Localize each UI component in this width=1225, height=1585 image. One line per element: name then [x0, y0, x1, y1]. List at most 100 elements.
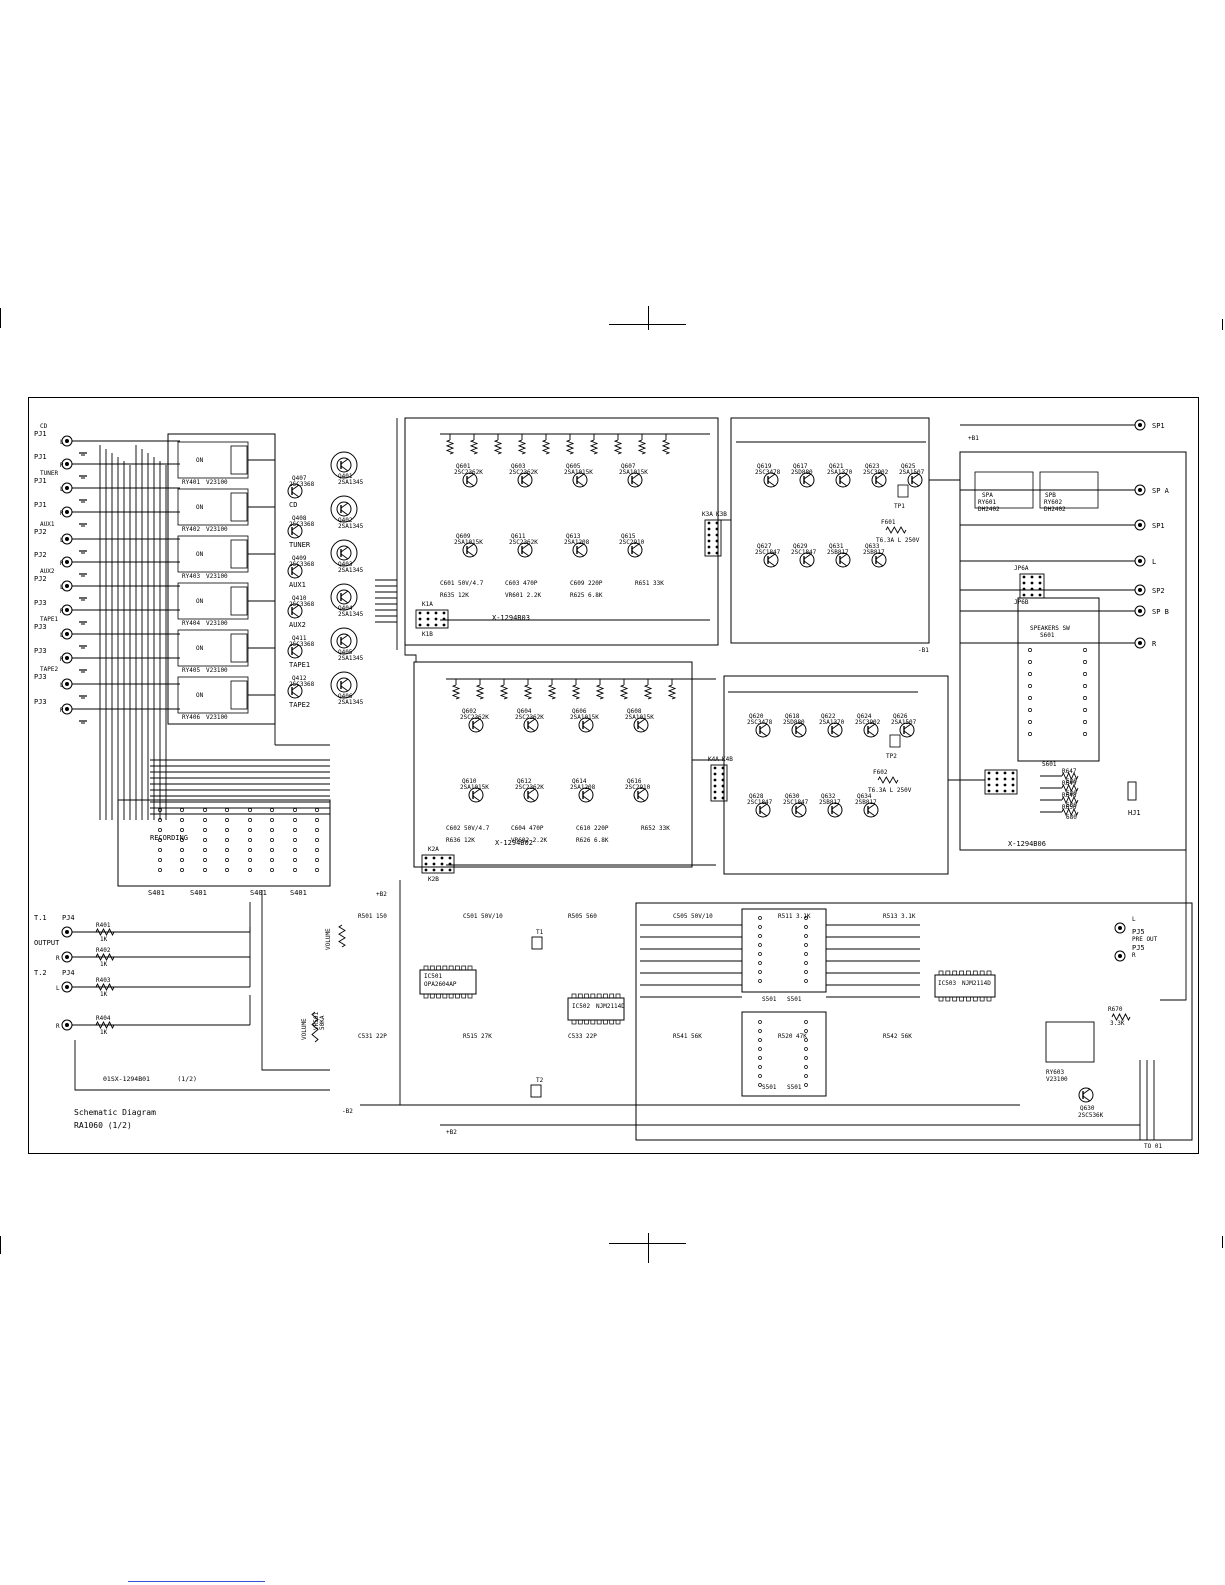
amp-top-part-3: 2SA1015K — [619, 469, 648, 476]
amp-bot-conn-out-pin — [713, 778, 717, 782]
speaker-jp-connector-pin — [1038, 581, 1042, 585]
wiring-layer — [72, 418, 1187, 1140]
tone-switch-contact — [804, 1029, 808, 1033]
amp-bot-conn-in-pin — [432, 862, 436, 866]
amp-top-Q605-emitter — [576, 480, 585, 487]
out-top-ref-4: Q625 — [901, 463, 916, 470]
relay-state-RY404: ON — [196, 598, 204, 605]
diagram-title-line1: Schematic Diagram — [74, 1108, 156, 1117]
input-side-4: L — [60, 537, 64, 544]
ic-ic502-pin-top — [584, 993, 589, 999]
input-jack-3-pin — [65, 510, 69, 514]
out-top-Q633-emitter — [875, 560, 884, 567]
amp-top-conn-out-pin — [715, 539, 719, 543]
switch-contact — [315, 808, 319, 812]
amp-bot-r-9 — [667, 684, 677, 700]
source-transistor-Q411-collector — [291, 644, 300, 651]
speaker-switch-title: SPEAKERS SW — [1030, 625, 1070, 632]
ic-ic502-pin-bot — [615, 1019, 621, 1025]
amp-top-Q603-emitter — [521, 480, 530, 487]
relay-state-RY406: ON — [196, 692, 204, 699]
source-q-label-2: AUX1 — [289, 581, 306, 589]
out-top-Q625-emitter — [911, 480, 920, 487]
out-bot-fuse-name: F602 — [873, 769, 888, 776]
tone-t2 — [530, 1084, 542, 1098]
ic-ic502 — [567, 997, 625, 1021]
amp-top-Q609-collector — [466, 543, 475, 550]
amp-bot-val-C602: C602 50V/4.7 — [446, 825, 490, 832]
amp-bot-Q612-collector — [527, 788, 536, 795]
out-bot-Q632-emitter — [831, 810, 840, 817]
tone-switch-contact — [804, 1047, 808, 1051]
source-q2-ring-3 — [330, 583, 358, 611]
preout-r-name: R670 — [1108, 1006, 1123, 1013]
amp-top-ref-5: Q611 — [511, 533, 526, 540]
tone-switch-contact — [804, 1074, 808, 1078]
amp-top-Q615-emitter — [631, 550, 640, 557]
tone-t1-label: T1 — [536, 929, 544, 936]
speaker-jack-label-2: SP1 — [1152, 522, 1165, 530]
amp-top-conn-out-pin — [707, 527, 711, 531]
preout-jack-name: PJ5 — [1132, 928, 1145, 936]
relay-name-RY406: RY406 — [182, 714, 200, 721]
amp-bot-conn-in-pin — [448, 856, 452, 860]
relay-coil-RY405 — [230, 633, 248, 663]
switch-contact — [315, 868, 319, 872]
amp-bot-Q612-emitter — [527, 795, 536, 802]
source-q2-part-2: 2SA1345 — [338, 567, 364, 574]
input-jack-name-4: PJ2 — [34, 528, 47, 536]
input-side-10: L — [60, 682, 64, 689]
amp-bot-conn-out-pin — [721, 796, 725, 800]
input-group-4: AUX1 — [40, 521, 55, 528]
source-q2-ring-0 — [330, 451, 358, 479]
input-jack-name-11: PJ3 — [34, 698, 47, 706]
board-reference-id: 01SX-1294B01 — [103, 1075, 150, 1083]
out-top-tp-name: TP1 — [894, 503, 905, 510]
tone-t2-label: T2 — [536, 1077, 544, 1084]
amp-bot-conn-out-pin — [713, 772, 717, 776]
switch-contact — [293, 828, 297, 832]
input-jack-4-pin — [65, 537, 69, 541]
source-transistor-2-Q404-emitter — [340, 597, 349, 604]
volume-pot — [311, 1011, 319, 1043]
amp-bot-Q616-collector — [637, 788, 646, 795]
speaker-switch-contact — [1083, 672, 1087, 676]
relay-RY406 — [177, 676, 249, 714]
amp-bot-val-C604: C604 470P — [511, 825, 544, 832]
ic-ic501-pin-top — [423, 965, 429, 971]
input-jack-2-pin — [65, 486, 69, 490]
switch-contact — [180, 868, 184, 872]
amp-bot-Q604-emitter — [527, 725, 536, 732]
out-top-Q629-collector — [803, 553, 812, 560]
board-reference: 01SX-1294B01 (1/2) — [103, 1075, 197, 1083]
ic-ic501-pin-top — [455, 965, 460, 971]
amp-top-Q601-collector — [466, 473, 475, 480]
hp-r-val-3: 680 — [1066, 814, 1077, 821]
amp-bot-r-3 — [523, 684, 533, 700]
speaker-switch-contact — [1028, 648, 1032, 652]
volume-vr: VR501 — [313, 1012, 320, 1030]
out-top-part-8: 2SB817 — [863, 549, 885, 556]
output-r-val-2: 1K — [100, 991, 108, 998]
speaker-jp-connector-pin — [1038, 587, 1042, 591]
source-q-label-0: CD — [289, 501, 297, 509]
preout-r-val: 3.3K — [1110, 1020, 1125, 1027]
switch-contact — [158, 868, 162, 872]
speaker-output-connector-pin — [995, 783, 999, 787]
source-q-ref-5: Q412 — [292, 675, 307, 682]
amp-bot-conn-in — [421, 854, 455, 874]
out-top-ref-7: Q631 — [829, 543, 844, 550]
tone-switch-contact — [758, 916, 762, 920]
out-top-Q629-emitter — [803, 560, 812, 567]
out-top-Q631-emitter — [839, 560, 848, 567]
out-top-Q633-collector — [875, 553, 884, 560]
out-bot-Q634-collector — [867, 803, 876, 810]
relay-RY402 — [177, 488, 249, 526]
crop-mark-bottom-h — [609, 1243, 686, 1244]
amp-bot-conn-in-pin — [448, 868, 452, 872]
out-bot-part-2: 2SA1370 — [819, 719, 845, 726]
amp-bot-ref-6: Q614 — [572, 778, 587, 785]
output-jack-name-2: PJ4 — [62, 969, 75, 977]
out-bot-fuse — [877, 776, 899, 784]
out-top-part-2: 2SA1370 — [827, 469, 853, 476]
